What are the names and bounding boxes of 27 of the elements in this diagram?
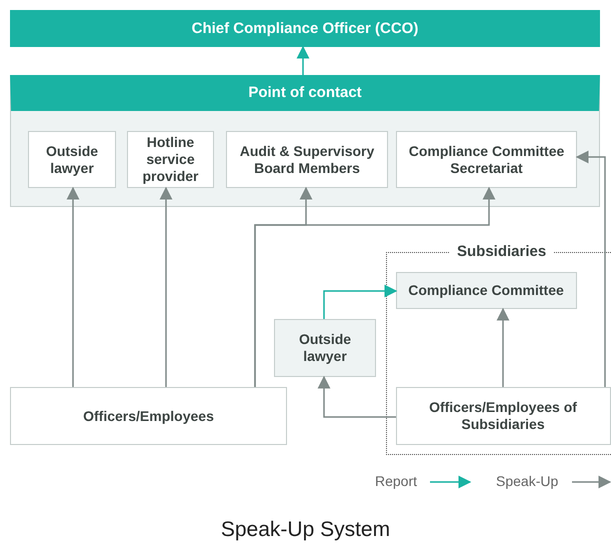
arrow (318, 376, 396, 418)
process-box (226, 131, 388, 188)
process-box (127, 131, 214, 188)
legend-label: Speak-Up (496, 473, 558, 489)
process-box (274, 319, 376, 377)
title-text: Chief Compliance Officer (CCO) (192, 20, 418, 38)
title-bar (10, 10, 600, 47)
panel-header: Point of contact (248, 84, 362, 102)
node-label: Hotline service provider (141, 134, 200, 185)
caption: Speak-Up System (220, 518, 392, 542)
process-box (28, 131, 116, 188)
arrow (323, 284, 398, 319)
node-label: Compliance Committee (407, 282, 565, 298)
node-label: Compliance Committee Secretariat (408, 142, 566, 176)
process-box (396, 386, 610, 444)
contact-panel (10, 75, 600, 207)
arrow (296, 46, 310, 75)
node-label: Officers/Employees (82, 408, 215, 424)
process-box (396, 131, 577, 188)
arrow (496, 308, 510, 387)
node-label: Outside lawyer (298, 331, 352, 365)
node-label: Audit & Supervisory Board Members (238, 142, 376, 176)
legend-label: Report (375, 473, 418, 489)
node-label: Outside lawyer (44, 142, 100, 176)
process-box (396, 272, 576, 308)
process-box (10, 387, 287, 445)
node-label: Officers/Employees of Subsidiaries (428, 398, 578, 432)
